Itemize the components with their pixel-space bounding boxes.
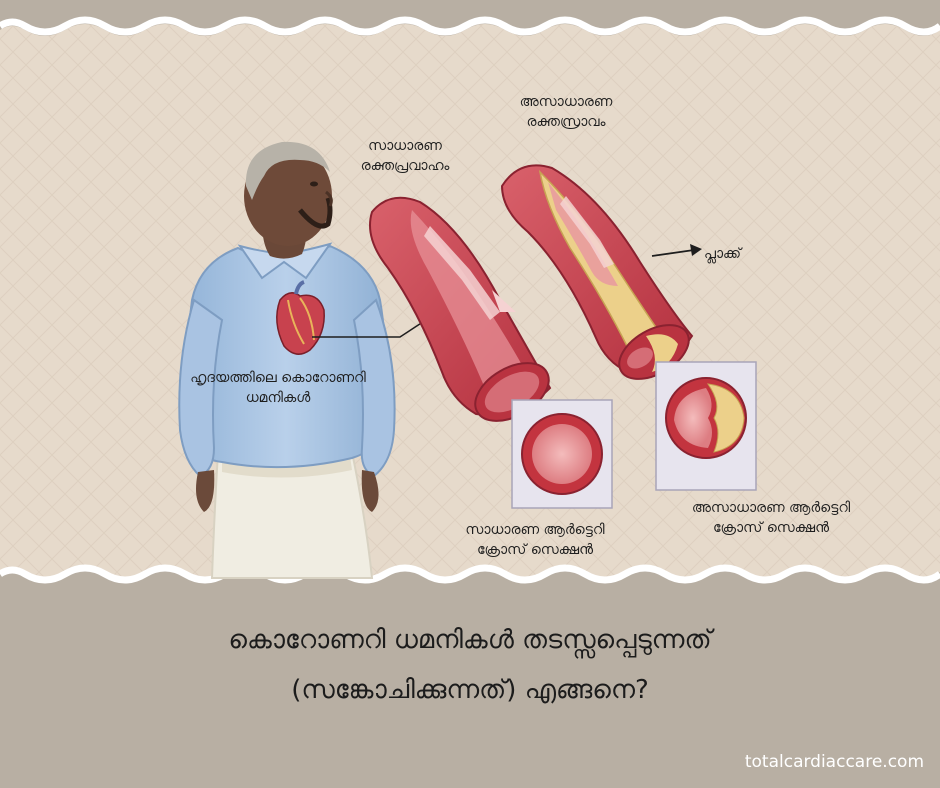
top-wave-line xyxy=(0,16,940,36)
label-abnormal-cs-line2: ക്രോസ് സെക്ഷൻ xyxy=(712,520,830,536)
label-abnormal-flow-line2: രക്തസ്രാവം xyxy=(526,114,606,130)
label-normal-cs-line1: സാധാരണ ആർട്ടെറി xyxy=(465,522,605,538)
label-abnormal-flow-line1: അസാധാരണ xyxy=(519,94,613,110)
man-figure xyxy=(178,141,396,579)
abnormal-artery xyxy=(500,164,694,380)
label-coronary-line1: ഹൃദയത്തിലെ കൊറോണറി xyxy=(190,370,366,386)
plaque-pointer-arrow xyxy=(651,249,695,257)
label-abnormal-flow: അസാധാരണ രക്തസ്രാവം xyxy=(516,92,616,132)
label-plaque-text: പ്ലാക്ക് xyxy=(704,246,742,262)
label-plaque: പ്ലാക്ക് xyxy=(704,244,764,264)
label-normal-flow-line2: രക്തപ്രവാഹം xyxy=(360,158,450,174)
heart-icon xyxy=(276,280,325,355)
label-abnormal-cs-line1: അസാധാരണ ആർട്ടെറി xyxy=(691,500,851,516)
label-normal-flow: സാധാരണ രക്തപ്രവാഹം xyxy=(360,136,450,176)
top-wave-border xyxy=(0,0,940,28)
page-title-line1: കൊറോണറി ധമനികൾ തടസ്സപ്പെടുന്നത് xyxy=(228,625,712,655)
page-title-line2: (സങ്കോചിക്കുന്നത്) എങ്ങനെ? xyxy=(291,675,649,705)
label-coronary-line2: ധമനികൾ xyxy=(245,390,311,406)
website-url: totalcardiaccare.com xyxy=(744,752,924,772)
label-normal-cross-section: സാധാരണ ആർട്ടെറി ക്രോസ് സെക്ഷൻ xyxy=(450,520,620,560)
label-coronary-arteries: ഹൃദയത്തിലെ കൊറോണറി ധമനികൾ xyxy=(178,368,378,408)
label-normal-cs-line2: ക്രോസ് സെക്ഷൻ xyxy=(476,542,594,558)
normal-cross-section xyxy=(511,399,613,509)
bottom-wave-line xyxy=(0,564,940,584)
abnormal-cross-section xyxy=(655,361,757,491)
label-normal-flow-line1: സാധാരണ xyxy=(368,138,442,154)
label-abnormal-cross-section: അസാധാരണ ആർട്ടെറി ക്രോസ് സെക്ഷൻ xyxy=(676,498,866,538)
